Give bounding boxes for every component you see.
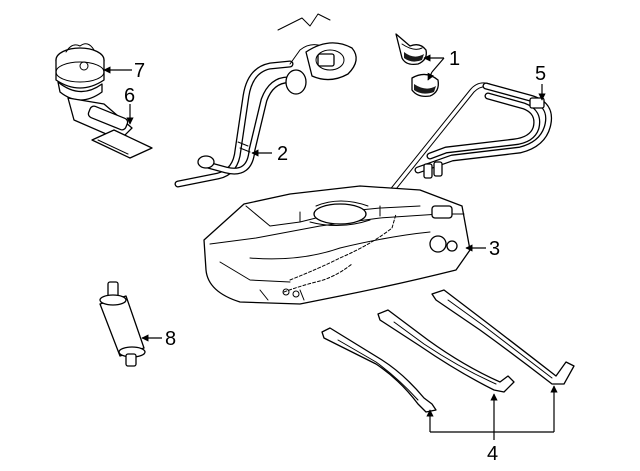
fuel-pump-module xyxy=(55,43,153,159)
filler-pipe xyxy=(174,13,357,188)
callout-8: 8 xyxy=(165,328,176,350)
callout-7: 7 xyxy=(134,60,145,82)
callout-1: 1 xyxy=(449,48,460,70)
callout-5: 5 xyxy=(535,63,546,85)
tank-straps xyxy=(321,289,575,413)
callout-2: 2 xyxy=(277,143,288,165)
callout-6: 6 xyxy=(124,85,135,107)
rollover-valves xyxy=(395,33,439,98)
fuel-filter xyxy=(99,281,146,367)
leader-lines xyxy=(103,54,558,440)
fuel-tank xyxy=(203,185,471,305)
callout-4: 4 xyxy=(487,443,498,465)
callout-3: 3 xyxy=(489,238,500,260)
fuel-lines xyxy=(371,82,553,215)
